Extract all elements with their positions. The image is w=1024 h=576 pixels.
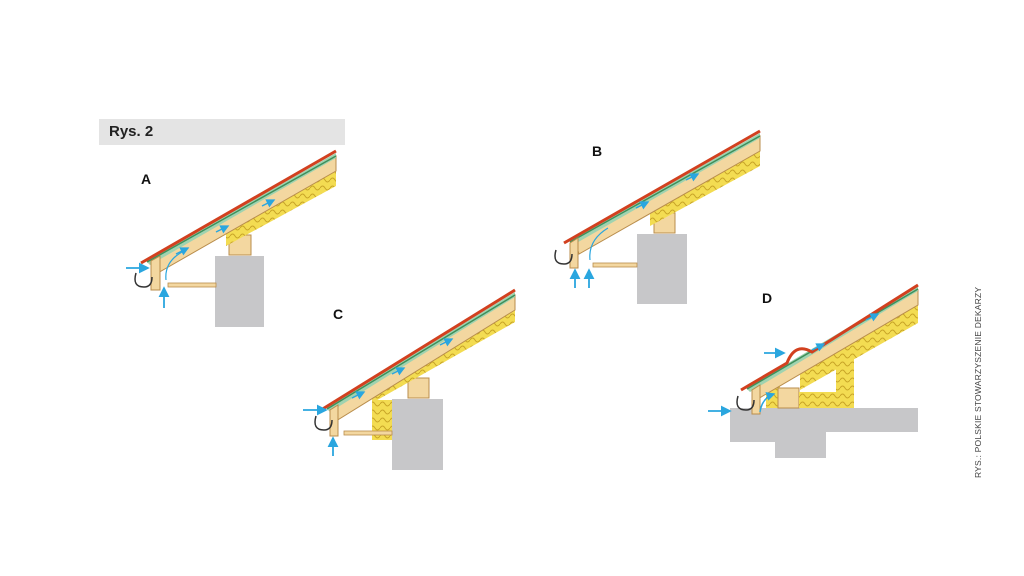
roof-covering	[140, 149, 337, 265]
rafter	[751, 289, 919, 401]
airflow-slot-2	[391, 367, 406, 376]
insulation-block	[372, 400, 392, 440]
insulation-block	[799, 392, 840, 408]
wall-block	[637, 234, 687, 304]
roof-covering	[740, 283, 919, 392]
panel-b-drawing	[554, 129, 761, 304]
gutter	[314, 415, 333, 431]
soffit-board	[592, 262, 638, 268]
airflow-slot-1	[351, 391, 366, 400]
airflow-slot-3	[439, 338, 454, 347]
figure-header: Rys. 2	[99, 119, 345, 145]
gutter	[134, 272, 153, 288]
airflow-slot-1	[175, 247, 190, 256]
gutter	[554, 249, 573, 265]
roof-covering	[563, 129, 761, 245]
panel-label-d: D	[762, 290, 773, 306]
airflow-slot-1	[811, 343, 826, 352]
panel-c-drawing	[303, 288, 516, 470]
airflow-slot-2	[685, 173, 700, 182]
airflow-slot-3	[261, 199, 276, 208]
fascia-board	[329, 404, 339, 437]
airflow-curve	[759, 392, 776, 413]
airflow-slot-2	[865, 313, 880, 322]
panel-label-b: B	[592, 143, 603, 159]
panel-label-c: C	[333, 306, 344, 322]
membrane-line	[569, 135, 761, 243]
panel-label-a: A	[141, 171, 152, 187]
fascia-board	[751, 384, 761, 415]
gutter	[736, 395, 755, 411]
wall-plate	[777, 387, 800, 409]
membrane-line	[146, 155, 337, 263]
airflow-curve	[589, 227, 609, 261]
roof-covering	[320, 288, 516, 412]
panel-a-drawing	[126, 149, 337, 327]
soffit-board	[167, 282, 217, 288]
airflow-slot-1	[635, 201, 650, 210]
soffit-board	[343, 430, 393, 436]
wall-plate	[407, 377, 430, 399]
airflow-slot-2	[215, 225, 230, 234]
panel-d-drawing	[708, 283, 919, 458]
fascia-board	[569, 237, 579, 269]
wall-block	[215, 256, 264, 327]
wall-block	[392, 399, 443, 470]
concrete-slab	[730, 408, 918, 458]
membrane-line	[326, 294, 516, 410]
figure-title: Rys. 2	[109, 123, 154, 140]
fascia-board	[150, 255, 161, 291]
